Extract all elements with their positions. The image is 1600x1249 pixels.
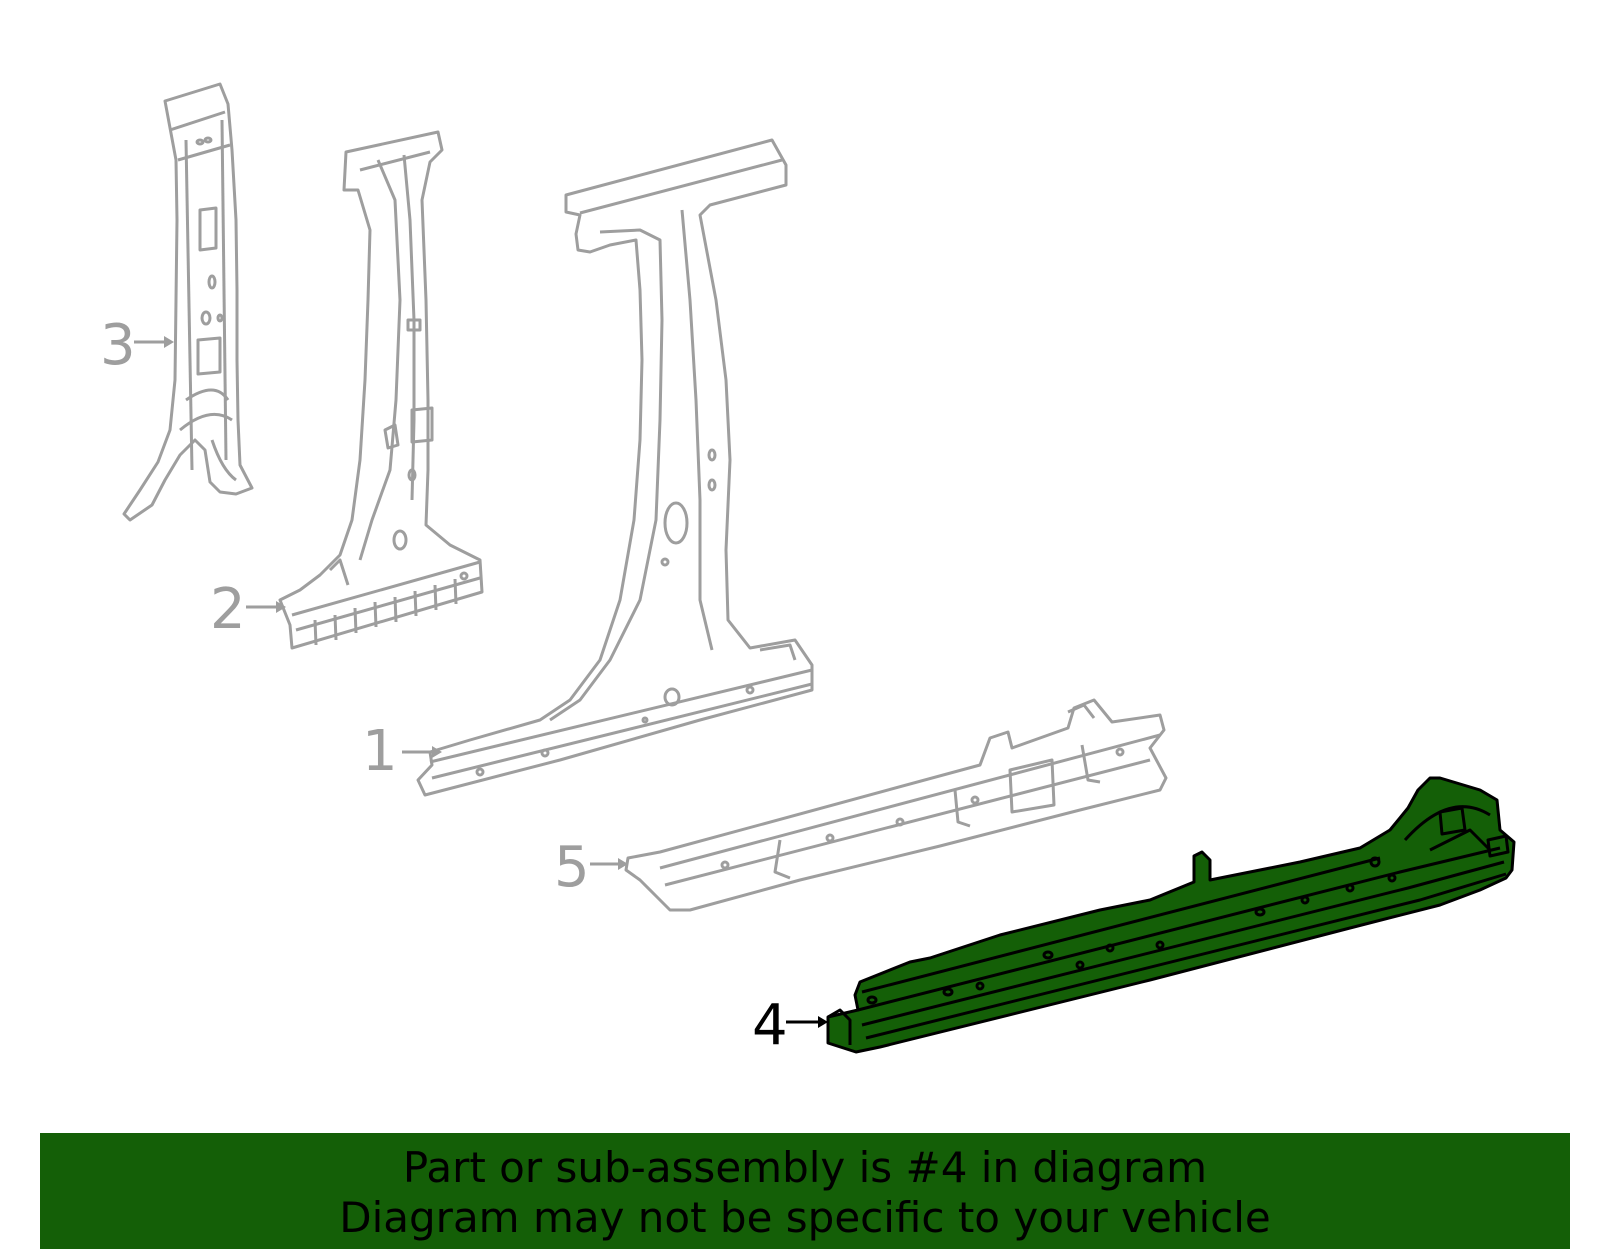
callout-arrowhead-1 (432, 746, 442, 758)
callout-arrowhead-2 (276, 601, 286, 613)
callout-label-3: 3 (100, 313, 136, 378)
banner-line-part-number: Part or sub-assembly is #4 in diagram (402, 1143, 1208, 1192)
callout-label-4: 4 (752, 993, 788, 1058)
part-4-rocker-panel-highlighted (826, 776, 1516, 1054)
part-2-pillar-reinforcement (278, 130, 484, 650)
part-1-body-side-pillar (416, 138, 814, 797)
callout-5: 5 (554, 835, 628, 900)
callout-arrowhead-4 (818, 1016, 828, 1028)
callout-arrowhead-3 (164, 336, 174, 348)
callout-4: 4 (752, 993, 828, 1058)
part-3-pillar-inner (122, 82, 254, 522)
part-5-inner-rocker (624, 698, 1168, 912)
banner-line-disclaimer: Diagram may not be specific to your vehi… (339, 1193, 1271, 1242)
callout-1: 1 (362, 719, 442, 784)
callout-label-1: 1 (362, 719, 398, 784)
callout-2: 2 (210, 577, 286, 642)
callout-label-5: 5 (554, 835, 590, 900)
callout-label-2: 2 (210, 577, 246, 642)
callout-arrowhead-5 (618, 858, 628, 870)
info-banner: Part or sub-assembly is #4 in diagram Di… (40, 1133, 1570, 1249)
callout-3: 3 (100, 313, 174, 378)
